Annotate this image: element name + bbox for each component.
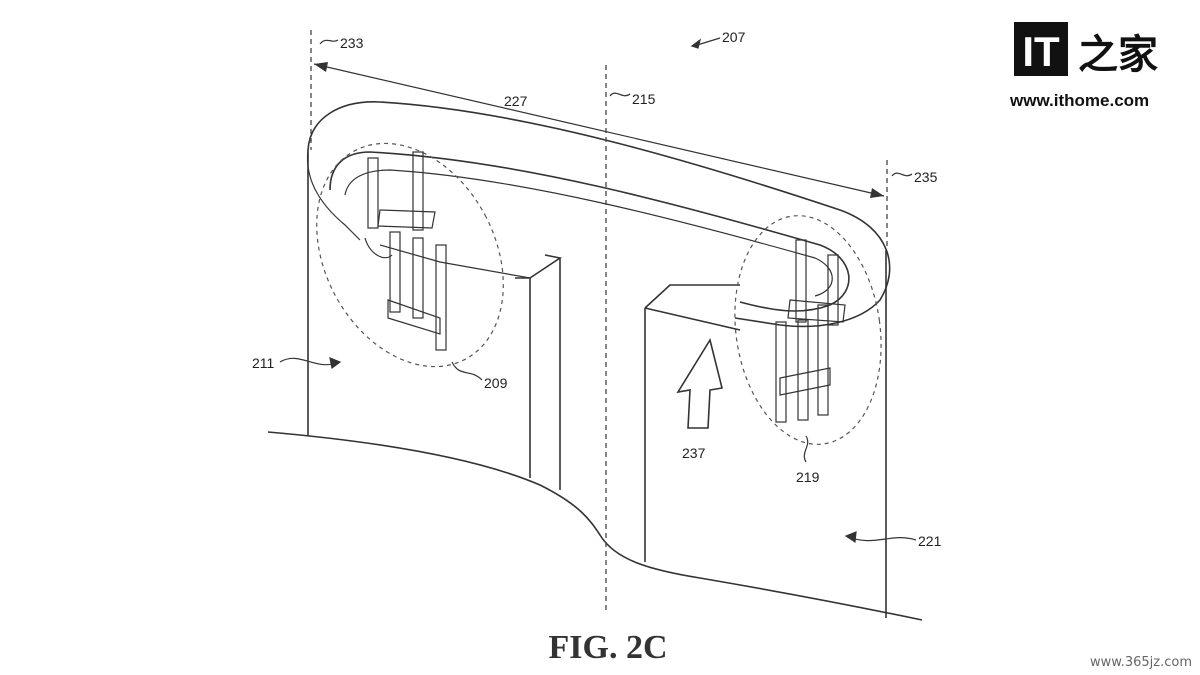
leader-lines	[279, 37, 917, 544]
insertion-arrow	[676, 337, 723, 429]
dimension-227	[313, 62, 885, 198]
figure-caption: FIG. 2C	[549, 629, 668, 666]
inner-band	[329, 151, 850, 312]
ref-235: 235	[914, 169, 938, 185]
ref-237: 237	[682, 445, 706, 461]
ref-221: 221	[918, 533, 942, 549]
region-219	[734, 215, 882, 445]
ref-209: 209	[484, 375, 508, 391]
right-connector	[775, 239, 846, 423]
left-panel	[307, 150, 563, 490]
ref-211: 211	[252, 355, 275, 371]
ref-227: 227	[504, 93, 528, 109]
right-panel	[644, 250, 887, 618]
logo-site-text: www.ithome.com	[1009, 91, 1149, 110]
ref-233: 233	[340, 35, 364, 51]
region-209	[316, 142, 504, 368]
logo-it-text: IT	[1022, 28, 1060, 75]
logo-cjk-text: 之家	[1078, 32, 1158, 78]
left-connector	[364, 151, 447, 351]
ref-219: 219	[796, 469, 820, 485]
ithome-logo: IT 之家 www.ithome.com	[1009, 22, 1158, 110]
corner-watermark: www.365jz.com	[1090, 655, 1192, 670]
base-curve	[267, 431, 923, 621]
inner-loop	[344, 169, 833, 297]
ref-207: 207	[722, 29, 746, 45]
ref-215: 215	[632, 91, 656, 107]
outer-band	[307, 101, 891, 328]
